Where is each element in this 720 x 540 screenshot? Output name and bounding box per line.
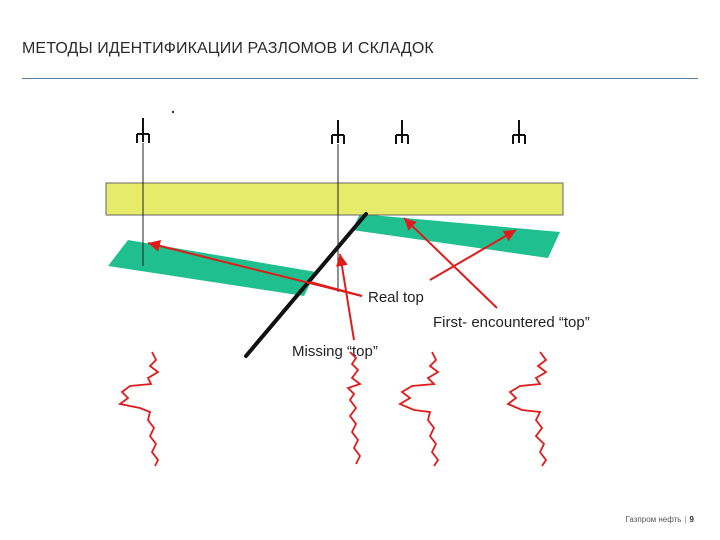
footer-company: Газпром нефть: [625, 515, 682, 524]
slide-title: МЕТОДЫ ИДЕНТИФИКАЦИИ РАЗЛОМОВ И СКЛАДОК: [22, 40, 434, 57]
well-derrick-icon: [512, 120, 526, 144]
well-log-curve-1: [117, 351, 160, 467]
stray-dot: [171, 110, 175, 114]
well-log-curve-4: [506, 351, 548, 467]
left-fault-block-layer: [108, 240, 316, 296]
well-log-curve-2: [346, 351, 362, 465]
footer-separator: |: [684, 515, 687, 524]
footer-page-number: 9: [689, 515, 694, 524]
label-real-top: Real top: [368, 289, 424, 306]
well-log-curve-3: [398, 351, 440, 467]
missing-top-arrow: [336, 253, 355, 341]
label-missing-top: Missing “top”: [292, 343, 378, 360]
first-encountered-arrows: [403, 217, 517, 309]
fault-line: [244, 212, 368, 358]
well-derrick-icon: [136, 118, 150, 143]
well-derrick-icon: [395, 120, 409, 144]
title-divider: [22, 78, 698, 79]
slide-footer: Газпром нефть|9: [626, 515, 695, 524]
real-top-arrows: [147, 240, 363, 297]
well-derrick-icon: [331, 120, 345, 144]
right-fault-block-layer: [352, 214, 560, 258]
label-first-encountered-top: First- encountered “top”: [433, 314, 590, 331]
horizon-band: [105, 182, 564, 216]
